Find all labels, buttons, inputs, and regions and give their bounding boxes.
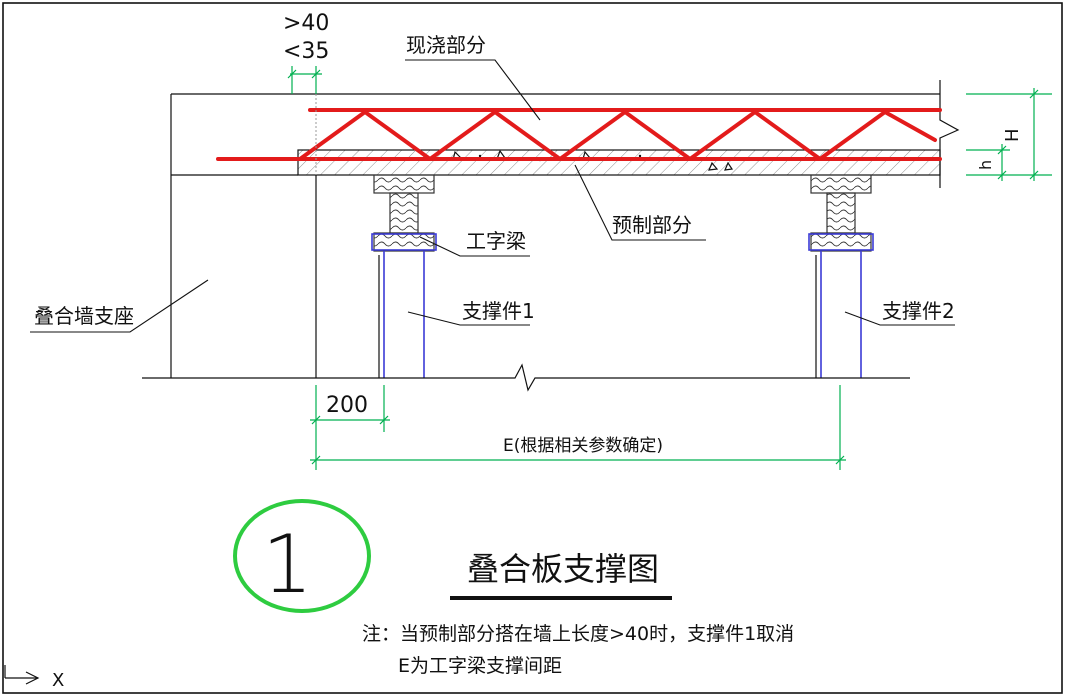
label-cast-in-place: 现浇部分	[406, 33, 486, 57]
dim-top-gt: >40	[283, 11, 329, 36]
label-support-1: 支撑件1	[462, 299, 535, 323]
top-dimension	[287, 66, 322, 175]
precast-slab	[297, 149, 941, 176]
drawing-title: 叠合板支撑图	[467, 550, 659, 588]
ground-line	[142, 363, 910, 392]
detail-circle	[233, 499, 371, 613]
label-i-beam: 工字梁	[466, 229, 526, 253]
truss-rebar	[216, 108, 942, 161]
label-precast: 预制部分	[612, 213, 692, 237]
dim-200: 200	[326, 393, 368, 418]
label-wall-support: 叠合墙支座	[34, 304, 134, 328]
i-beam-2	[808, 174, 874, 252]
support-post-2	[815, 251, 862, 378]
wall-support	[170, 93, 940, 378]
right-dimensions	[966, 88, 1052, 181]
dim-h: h	[976, 160, 995, 170]
dim-H: H	[1002, 128, 1023, 142]
dim-top-lt: <35	[283, 39, 329, 64]
ucs-icon	[4, 665, 40, 685]
support-post-1	[378, 251, 425, 378]
slab-right-edge	[939, 80, 960, 188]
ucs-x-label: X	[52, 670, 64, 691]
note-line-2: E为工字梁支撑间距	[398, 655, 562, 677]
bottom-dimensions	[310, 385, 846, 470]
i-beam-1	[371, 174, 437, 252]
note-line-1: 注：当预制部分搭在墙上长度>40时，支撑件1取消	[362, 623, 794, 645]
detail-number: 1	[262, 518, 313, 611]
dim-E: E(根据相关参数确定)	[503, 436, 663, 456]
leaders	[30, 59, 955, 333]
label-support-2: 支撑件2	[882, 299, 955, 323]
